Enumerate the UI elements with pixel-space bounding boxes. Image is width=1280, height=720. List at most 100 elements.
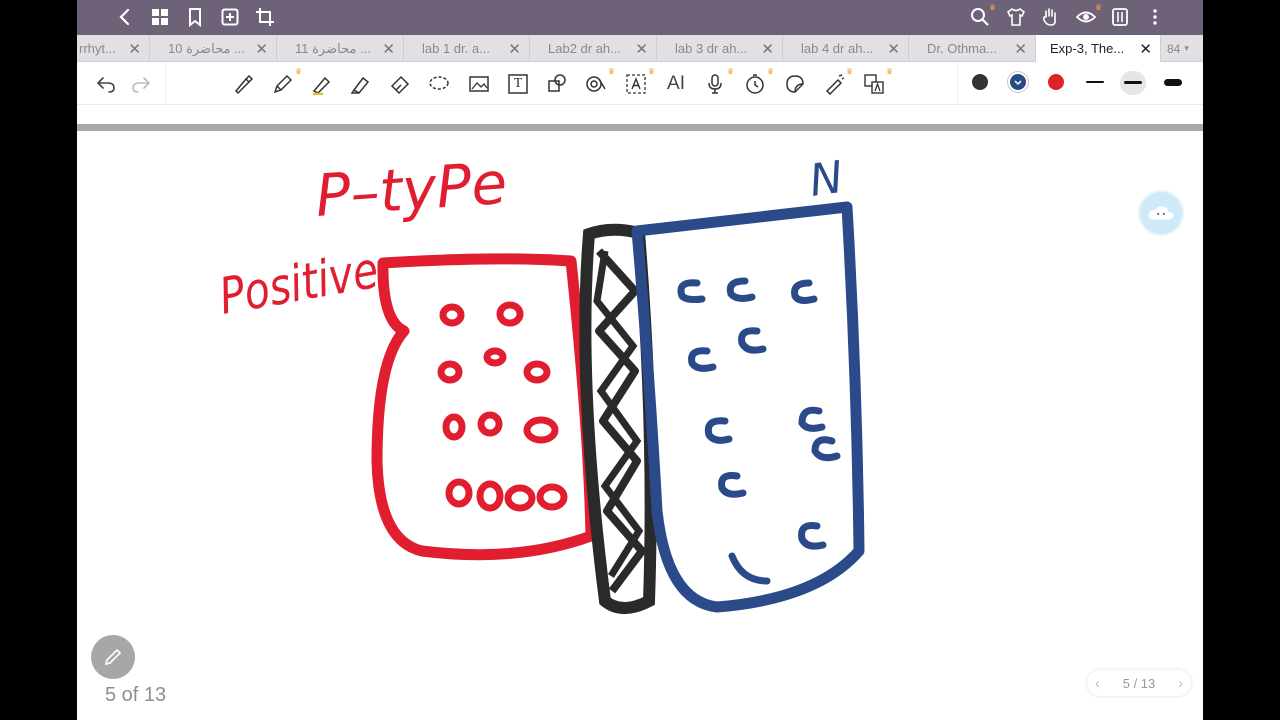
tab-close-icon[interactable]: ✕ (887, 40, 900, 58)
tab-close-icon[interactable]: ✕ (128, 40, 141, 58)
bookmark-icon[interactable] (183, 5, 207, 29)
tab-close-icon[interactable]: ✕ (761, 40, 774, 58)
premium-crown-icon: ♛ (988, 3, 996, 12)
premium-crown-icon: ♛ (607, 67, 615, 76)
tab-label: lab 3 dr ah... (675, 41, 748, 56)
hand-icon[interactable] (1038, 5, 1062, 29)
timer-icon[interactable]: ♛ (742, 67, 774, 97)
more-icon[interactable] (1143, 5, 1167, 29)
page-counter: 5 / 13 (1122, 675, 1156, 691)
electron-mark (728, 552, 771, 585)
redo-icon[interactable] (128, 71, 154, 97)
premium-crown-icon: ♛ (726, 67, 734, 76)
tab-document[interactable]: lab 4 dr ah... ✕ (783, 35, 909, 62)
tab-document[interactable]: Lab2 dr ah... ✕ (530, 35, 657, 62)
app-window: ♛ ♛ rrhyt... ✕ محاضرة 10 ... ✕ محاضرة 1 (77, 0, 1203, 720)
add-page-icon[interactable] (218, 5, 242, 29)
note-canvas[interactable]: P–tyPe Positive N (77, 131, 1203, 720)
tab-document[interactable]: lab 3 dr ah... ✕ (657, 35, 783, 62)
electron-mark (688, 347, 717, 372)
eye-icon[interactable]: ♛ (1074, 3, 1102, 29)
microphone-icon[interactable]: ♛ (702, 67, 734, 97)
lasso-icon[interactable] (426, 71, 452, 97)
p-type-block (371, 253, 597, 561)
hole-dot (523, 416, 559, 444)
tab-label: Dr. Othma... (927, 41, 998, 56)
electron-mark (811, 436, 841, 462)
previous-page-icon[interactable]: ‹ (1095, 675, 1100, 691)
grid-icon[interactable] (148, 5, 172, 29)
tab-close-icon[interactable]: ✕ (635, 40, 648, 58)
tab-close-icon[interactable]: ✕ (382, 40, 395, 58)
color-swatch-blue-selected[interactable] (1010, 74, 1026, 90)
tab-document[interactable]: lab 1 dr. a... ✕ (404, 35, 530, 62)
next-page-icon[interactable]: › (1178, 675, 1183, 691)
pencil-icon[interactable]: ♛ (270, 67, 302, 97)
shirt-icon[interactable] (1004, 5, 1028, 29)
eraser-icon[interactable] (387, 71, 413, 97)
electron-mark (677, 279, 706, 304)
tab-close-icon[interactable]: ✕ (255, 40, 268, 58)
tab-document[interactable]: Dr. Othma... ✕ (909, 35, 1036, 62)
tab-close-icon[interactable]: ✕ (508, 40, 521, 58)
electron-mark (798, 522, 827, 550)
undo-icon[interactable] (93, 71, 119, 97)
color-swatch-red[interactable] (1048, 74, 1064, 90)
ai-label: AI (667, 73, 685, 94)
text-recognition-icon[interactable]: ♛ (623, 67, 655, 97)
marker-pen-icon[interactable] (309, 71, 335, 97)
toolbar-divider (957, 62, 958, 105)
cloud-icon (1148, 206, 1174, 220)
tab-close-icon[interactable]: ✕ (1139, 40, 1152, 58)
translate-icon[interactable]: ♛ (861, 67, 893, 97)
sticker-icon[interactable] (782, 71, 808, 97)
pen-mode-button[interactable] (91, 635, 135, 679)
electron-mark (738, 327, 767, 354)
fountain-pen-icon[interactable] (230, 71, 256, 97)
doc-layout-icon[interactable] (1108, 5, 1132, 29)
pencil-icon (104, 648, 122, 666)
premium-crown-icon: ♛ (1094, 3, 1102, 12)
stroke-width-medium[interactable] (1124, 81, 1142, 84)
stroke-width-thin[interactable] (1086, 81, 1104, 83)
tab-close-icon[interactable]: ✕ (1014, 40, 1027, 58)
ai-assistant-button[interactable]: AI (663, 71, 689, 97)
shapes-icon[interactable] (544, 71, 570, 97)
hole-dot (496, 301, 524, 327)
electron-mark (726, 277, 756, 302)
page-indicator: 5 of 13 (105, 684, 167, 706)
highlighter-icon[interactable] (348, 71, 374, 97)
tab-document[interactable]: محاضرة 11 ... ✕ (277, 35, 404, 62)
tab-document[interactable]: محاضرة 10 ... ✕ (150, 35, 277, 62)
p-type-label: P–tyPe (313, 149, 509, 230)
handwritten-drawing: P–tyPe Positive N (215, 149, 865, 614)
tape-icon[interactable]: ♛ (583, 67, 615, 97)
hole-dot (476, 480, 504, 512)
premium-crown-icon: ♛ (647, 67, 655, 76)
tab-document-active[interactable]: Exp-3, The... ✕ (1036, 35, 1161, 62)
laser-pointer-icon[interactable]: ♛ (821, 67, 853, 97)
stroke-width-thick[interactable] (1164, 79, 1182, 86)
n-type-block (631, 201, 865, 613)
tab-label: lab 4 dr ah... (801, 41, 874, 56)
electron-mark (704, 417, 733, 444)
cloud-assistant-button[interactable] (1138, 190, 1184, 236)
page-top-border (77, 124, 1203, 131)
n-type-label: N (806, 152, 846, 207)
chevron-down-icon: ▾ (1184, 43, 1189, 53)
tab-overflow-button[interactable]: 84 ▾ (1161, 35, 1203, 62)
color-swatch-black[interactable] (972, 74, 988, 90)
tab-label: محاضرة 11 ... (295, 40, 371, 56)
crop-icon[interactable] (253, 5, 277, 29)
page-navigator: ‹ 5 / 13 › (1087, 670, 1191, 696)
image-icon[interactable] (466, 71, 492, 97)
electron-mark (718, 472, 747, 498)
tab-bar: rrhyt... ✕ محاضرة 10 ... ✕ محاضرة 11 ...… (77, 35, 1203, 62)
text-box-icon[interactable]: T (505, 71, 531, 97)
hole-dot (523, 360, 551, 384)
electrons-group (677, 277, 841, 585)
tab-document[interactable]: rrhyt... ✕ (77, 35, 150, 62)
search-icon[interactable]: ♛ (968, 3, 996, 29)
premium-crown-icon: ♛ (766, 67, 774, 76)
back-chevron-icon[interactable] (113, 5, 137, 29)
